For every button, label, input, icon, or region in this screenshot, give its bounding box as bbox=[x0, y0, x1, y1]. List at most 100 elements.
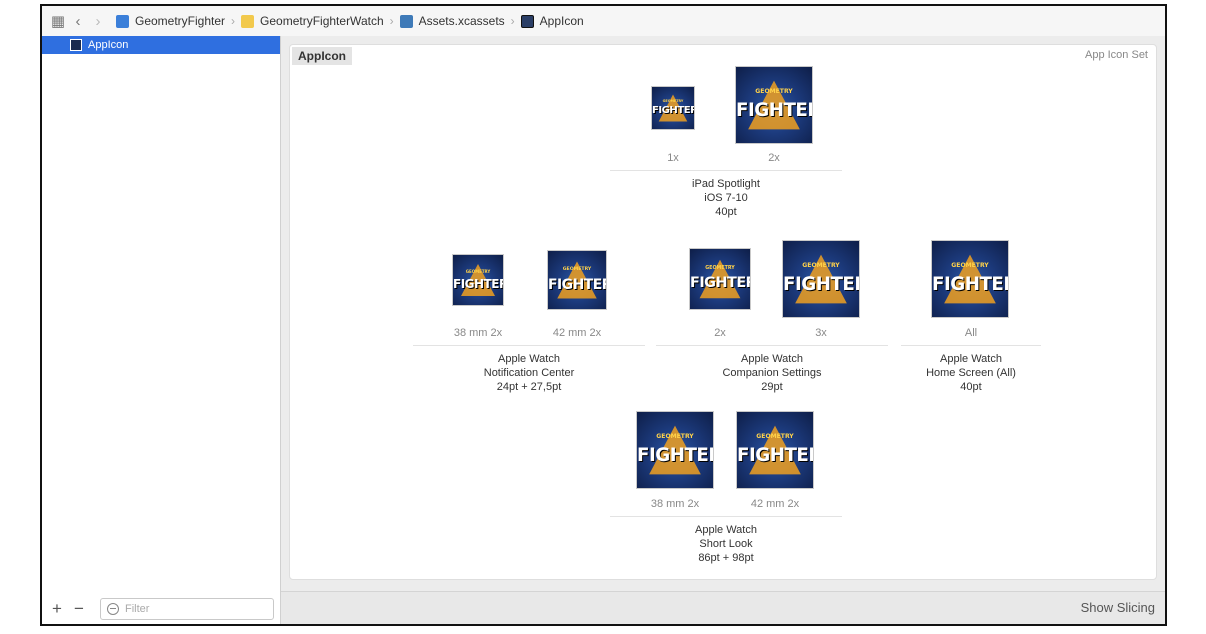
logo-title: FIGHTER bbox=[783, 274, 859, 296]
triangle-art bbox=[748, 80, 800, 130]
group-divider bbox=[656, 345, 888, 346]
breadcrumb-target[interactable]: GeometryFighterWatch bbox=[241, 14, 384, 28]
breadcrumb-label: GeometryFighterWatch bbox=[260, 14, 384, 28]
show-slicing-button[interactable]: Show Slicing bbox=[1080, 600, 1155, 615]
triangle-shape bbox=[748, 80, 800, 130]
group-divider bbox=[413, 345, 645, 346]
caption-device: Apple Watch bbox=[940, 353, 1002, 365]
filter-placeholder: Filter bbox=[125, 603, 150, 615]
group-caption: Apple Watch Short Look 86pt + 98pt bbox=[610, 523, 842, 565]
triangle-art bbox=[461, 264, 495, 296]
filter-field[interactable]: Filter bbox=[100, 598, 274, 620]
triangle-art bbox=[749, 425, 801, 475]
icon-slot[interactable]: GEOMETRY FIGHTER bbox=[453, 255, 503, 305]
logo-title: FIGHTER bbox=[932, 274, 1008, 296]
caption-device: iPad Spotlight bbox=[692, 178, 760, 190]
logo-subtitle: GEOMETRY bbox=[802, 262, 840, 270]
sidebar-item-appicon[interactable]: AppIcon bbox=[42, 36, 280, 54]
scale-label: 1x bbox=[667, 152, 679, 164]
scale-label: All bbox=[964, 327, 978, 339]
caption-device: Apple Watch bbox=[498, 353, 560, 365]
logo-subtitle: GEOMETRY bbox=[755, 88, 793, 96]
group-divider bbox=[901, 345, 1041, 346]
icon-slot[interactable]: GEOMETRY FIGHTER bbox=[783, 241, 859, 317]
sidebar-footer: + − Filter bbox=[42, 594, 280, 624]
caption-size: 24pt + 27,5pt bbox=[496, 381, 562, 393]
caption-size: 40pt bbox=[960, 381, 982, 393]
icon-slot[interactable]: GEOMETRY FIGHTER bbox=[690, 249, 750, 309]
group-caption: Apple Watch Home Screen (All) 40pt bbox=[901, 352, 1041, 394]
logo-subtitle: GEOMETRY bbox=[656, 433, 694, 441]
logo-subtitle: GEOMETRY bbox=[756, 433, 794, 441]
triangle-shape bbox=[649, 425, 701, 475]
triangle-shape bbox=[699, 259, 741, 299]
logo-subtitle: GEOMETRY bbox=[705, 265, 735, 271]
logo-title: FIGHTER bbox=[737, 445, 813, 467]
icon-slot[interactable]: GEOMETRY FIGHTER bbox=[737, 412, 813, 488]
related-items-icon[interactable]: ▦ bbox=[50, 13, 66, 30]
scale-label: 2x bbox=[714, 327, 726, 339]
scale-label: 3x bbox=[815, 327, 827, 339]
scale-label: 42 mm 2x bbox=[552, 327, 602, 339]
triangle-shape bbox=[749, 425, 801, 475]
logo-title: FIGHTER bbox=[453, 277, 503, 291]
remove-icon[interactable]: − bbox=[74, 599, 84, 618]
breadcrumb-label: AppIcon bbox=[539, 14, 584, 28]
back-arrow-icon[interactable]: ‹ bbox=[75, 12, 81, 30]
triangle-shape bbox=[944, 254, 996, 304]
icon-group-companion-settings: GEOMETRY FIGHTER GEOMETRY FIGHTER 2x 3x Ap… bbox=[656, 241, 888, 401]
logo-subtitle: GEOMETRY bbox=[562, 267, 592, 273]
breadcrumb-label: Assets.xcassets bbox=[418, 14, 505, 28]
triangle-shape bbox=[557, 261, 597, 299]
scale-label: 38 mm 2x bbox=[453, 327, 503, 339]
asset-catalog-icon bbox=[399, 14, 413, 28]
project-file-icon bbox=[116, 14, 129, 28]
triangle-art bbox=[658, 94, 688, 122]
app-icon-set-icon bbox=[70, 39, 82, 51]
forward-arrow-icon[interactable]: › bbox=[95, 12, 101, 30]
group-caption: Apple Watch Companion Settings 29pt bbox=[656, 352, 888, 394]
breadcrumb-project[interactable]: GeometryFighter bbox=[116, 14, 225, 28]
breadcrumb-appicon[interactable]: AppIcon bbox=[520, 14, 584, 28]
triangle-art bbox=[649, 425, 701, 475]
group-caption: iPad Spotlight iOS 7-10 40pt bbox=[610, 177, 842, 219]
app-icon-set-icon bbox=[520, 14, 534, 28]
logo-subtitle: GEOMETRY bbox=[662, 98, 684, 103]
icon-slot[interactable]: GEOMETRY FIGHTER bbox=[932, 241, 1008, 317]
caption-size: 29pt bbox=[761, 381, 783, 393]
logo-subtitle: GEOMETRY bbox=[465, 269, 491, 274]
triangle-art bbox=[699, 259, 741, 299]
caption-context: Short Look bbox=[699, 538, 753, 550]
triangle-shape bbox=[658, 94, 688, 122]
jump-bar: ▦ ‹ › GeometryFighter › GeometryFighterW… bbox=[42, 6, 1165, 37]
triangle-shape bbox=[461, 264, 495, 296]
breadcrumb-separator-icon: › bbox=[510, 14, 515, 28]
add-icon[interactable]: + bbox=[52, 599, 62, 618]
breadcrumb-assets[interactable]: Assets.xcassets bbox=[399, 14, 505, 28]
app-icon-image: GEOMETRY FIGHTER bbox=[932, 241, 1008, 317]
logo-subtitle: GEOMETRY bbox=[951, 262, 989, 270]
scale-label: 42 mm 2x bbox=[750, 498, 800, 510]
caption-size: 40pt bbox=[715, 206, 737, 218]
breadcrumb-separator-icon: › bbox=[231, 14, 236, 28]
app-icon-image: GEOMETRY FIGHTER bbox=[737, 412, 813, 488]
logo-title: FIGHTER bbox=[690, 275, 750, 292]
group-divider bbox=[610, 170, 842, 171]
group-divider bbox=[610, 516, 842, 517]
triangle-art bbox=[557, 261, 597, 299]
scale-label: 2x bbox=[768, 152, 780, 164]
scale-label: 38 mm 2x bbox=[650, 498, 700, 510]
breadcrumb-separator-icon: › bbox=[389, 14, 394, 28]
